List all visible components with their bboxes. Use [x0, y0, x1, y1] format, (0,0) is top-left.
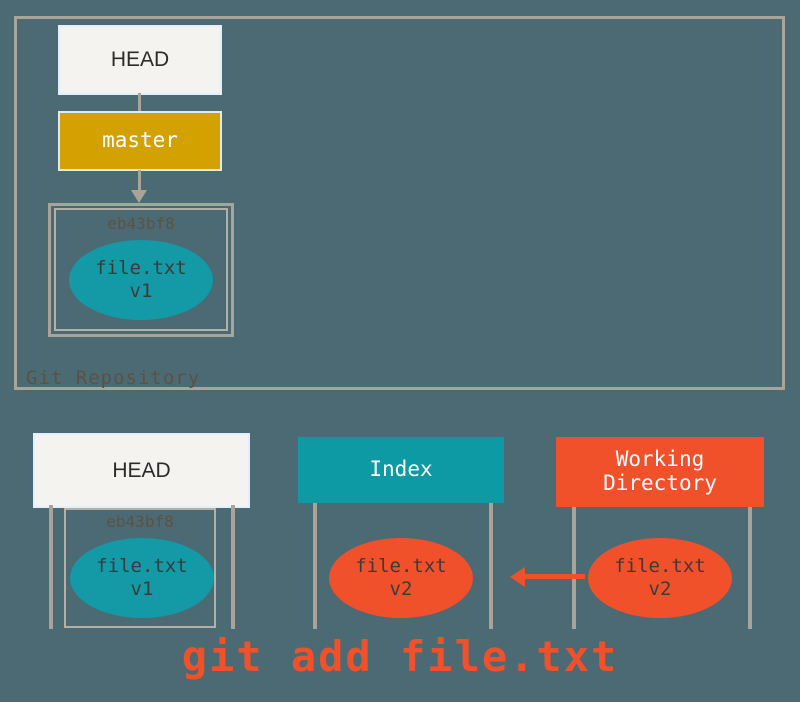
repo-master-label: master [102, 128, 178, 153]
head-area-file-node[interactable]: file.txt v1 [70, 538, 214, 618]
index-area-version: v2 [389, 578, 413, 600]
working-directory-label-line1: Working [615, 447, 705, 472]
repo-commit-filename: file.txt [95, 257, 187, 280]
repo-commit-version: v1 [129, 280, 153, 302]
workdir-to-index-arrow-icon [510, 567, 525, 587]
repo-head-box[interactable]: HEAD [58, 25, 222, 95]
head-to-master-line [138, 93, 141, 117]
repo-commit-cluster-inner [54, 208, 228, 331]
head-area-filename: file.txt [96, 555, 188, 578]
head-area-left-stem [49, 505, 53, 629]
git-repository-container [14, 16, 785, 390]
head-area-label: HEAD [112, 458, 171, 482]
head-area-commit-id: eb43bf8 [106, 512, 174, 531]
index-area-file-node[interactable]: file.txt v2 [329, 538, 473, 618]
working-directory-left-stem [572, 507, 576, 629]
working-directory-label: Working Directory [603, 448, 717, 495]
working-directory-label-line2: Directory [603, 471, 717, 495]
command-caption: git add file.txt [181, 632, 619, 681]
index-area-filename: file.txt [355, 555, 447, 578]
index-area-left-stem [313, 503, 317, 629]
repo-master-box[interactable]: master [58, 111, 222, 171]
head-area-commit-cluster [64, 508, 216, 628]
working-directory-filename: file.txt [614, 555, 706, 578]
head-area-box[interactable]: HEAD [33, 433, 250, 508]
master-to-commit-arrow-icon [131, 190, 147, 203]
master-to-commit-line [138, 170, 141, 194]
working-directory-version: v2 [648, 578, 672, 600]
working-directory-right-stem [748, 507, 752, 629]
repo-commit-node[interactable]: file.txt v1 [69, 240, 213, 320]
index-area-right-stem [489, 503, 493, 629]
repo-head-label: HEAD [110, 48, 170, 72]
working-directory-box[interactable]: Working Directory [556, 437, 764, 507]
head-area-version: v1 [130, 578, 154, 600]
repo-commit-id: eb43bf8 [107, 214, 175, 233]
repo-commit-cluster [48, 203, 234, 337]
workdir-to-index-line [525, 574, 585, 579]
index-area-label: Index [369, 457, 433, 482]
git-repository-label: Git Repository [26, 367, 201, 389]
head-area-right-stem [231, 505, 235, 629]
working-directory-file-node[interactable]: file.txt v2 [588, 538, 732, 618]
index-area-box[interactable]: Index [298, 437, 504, 503]
